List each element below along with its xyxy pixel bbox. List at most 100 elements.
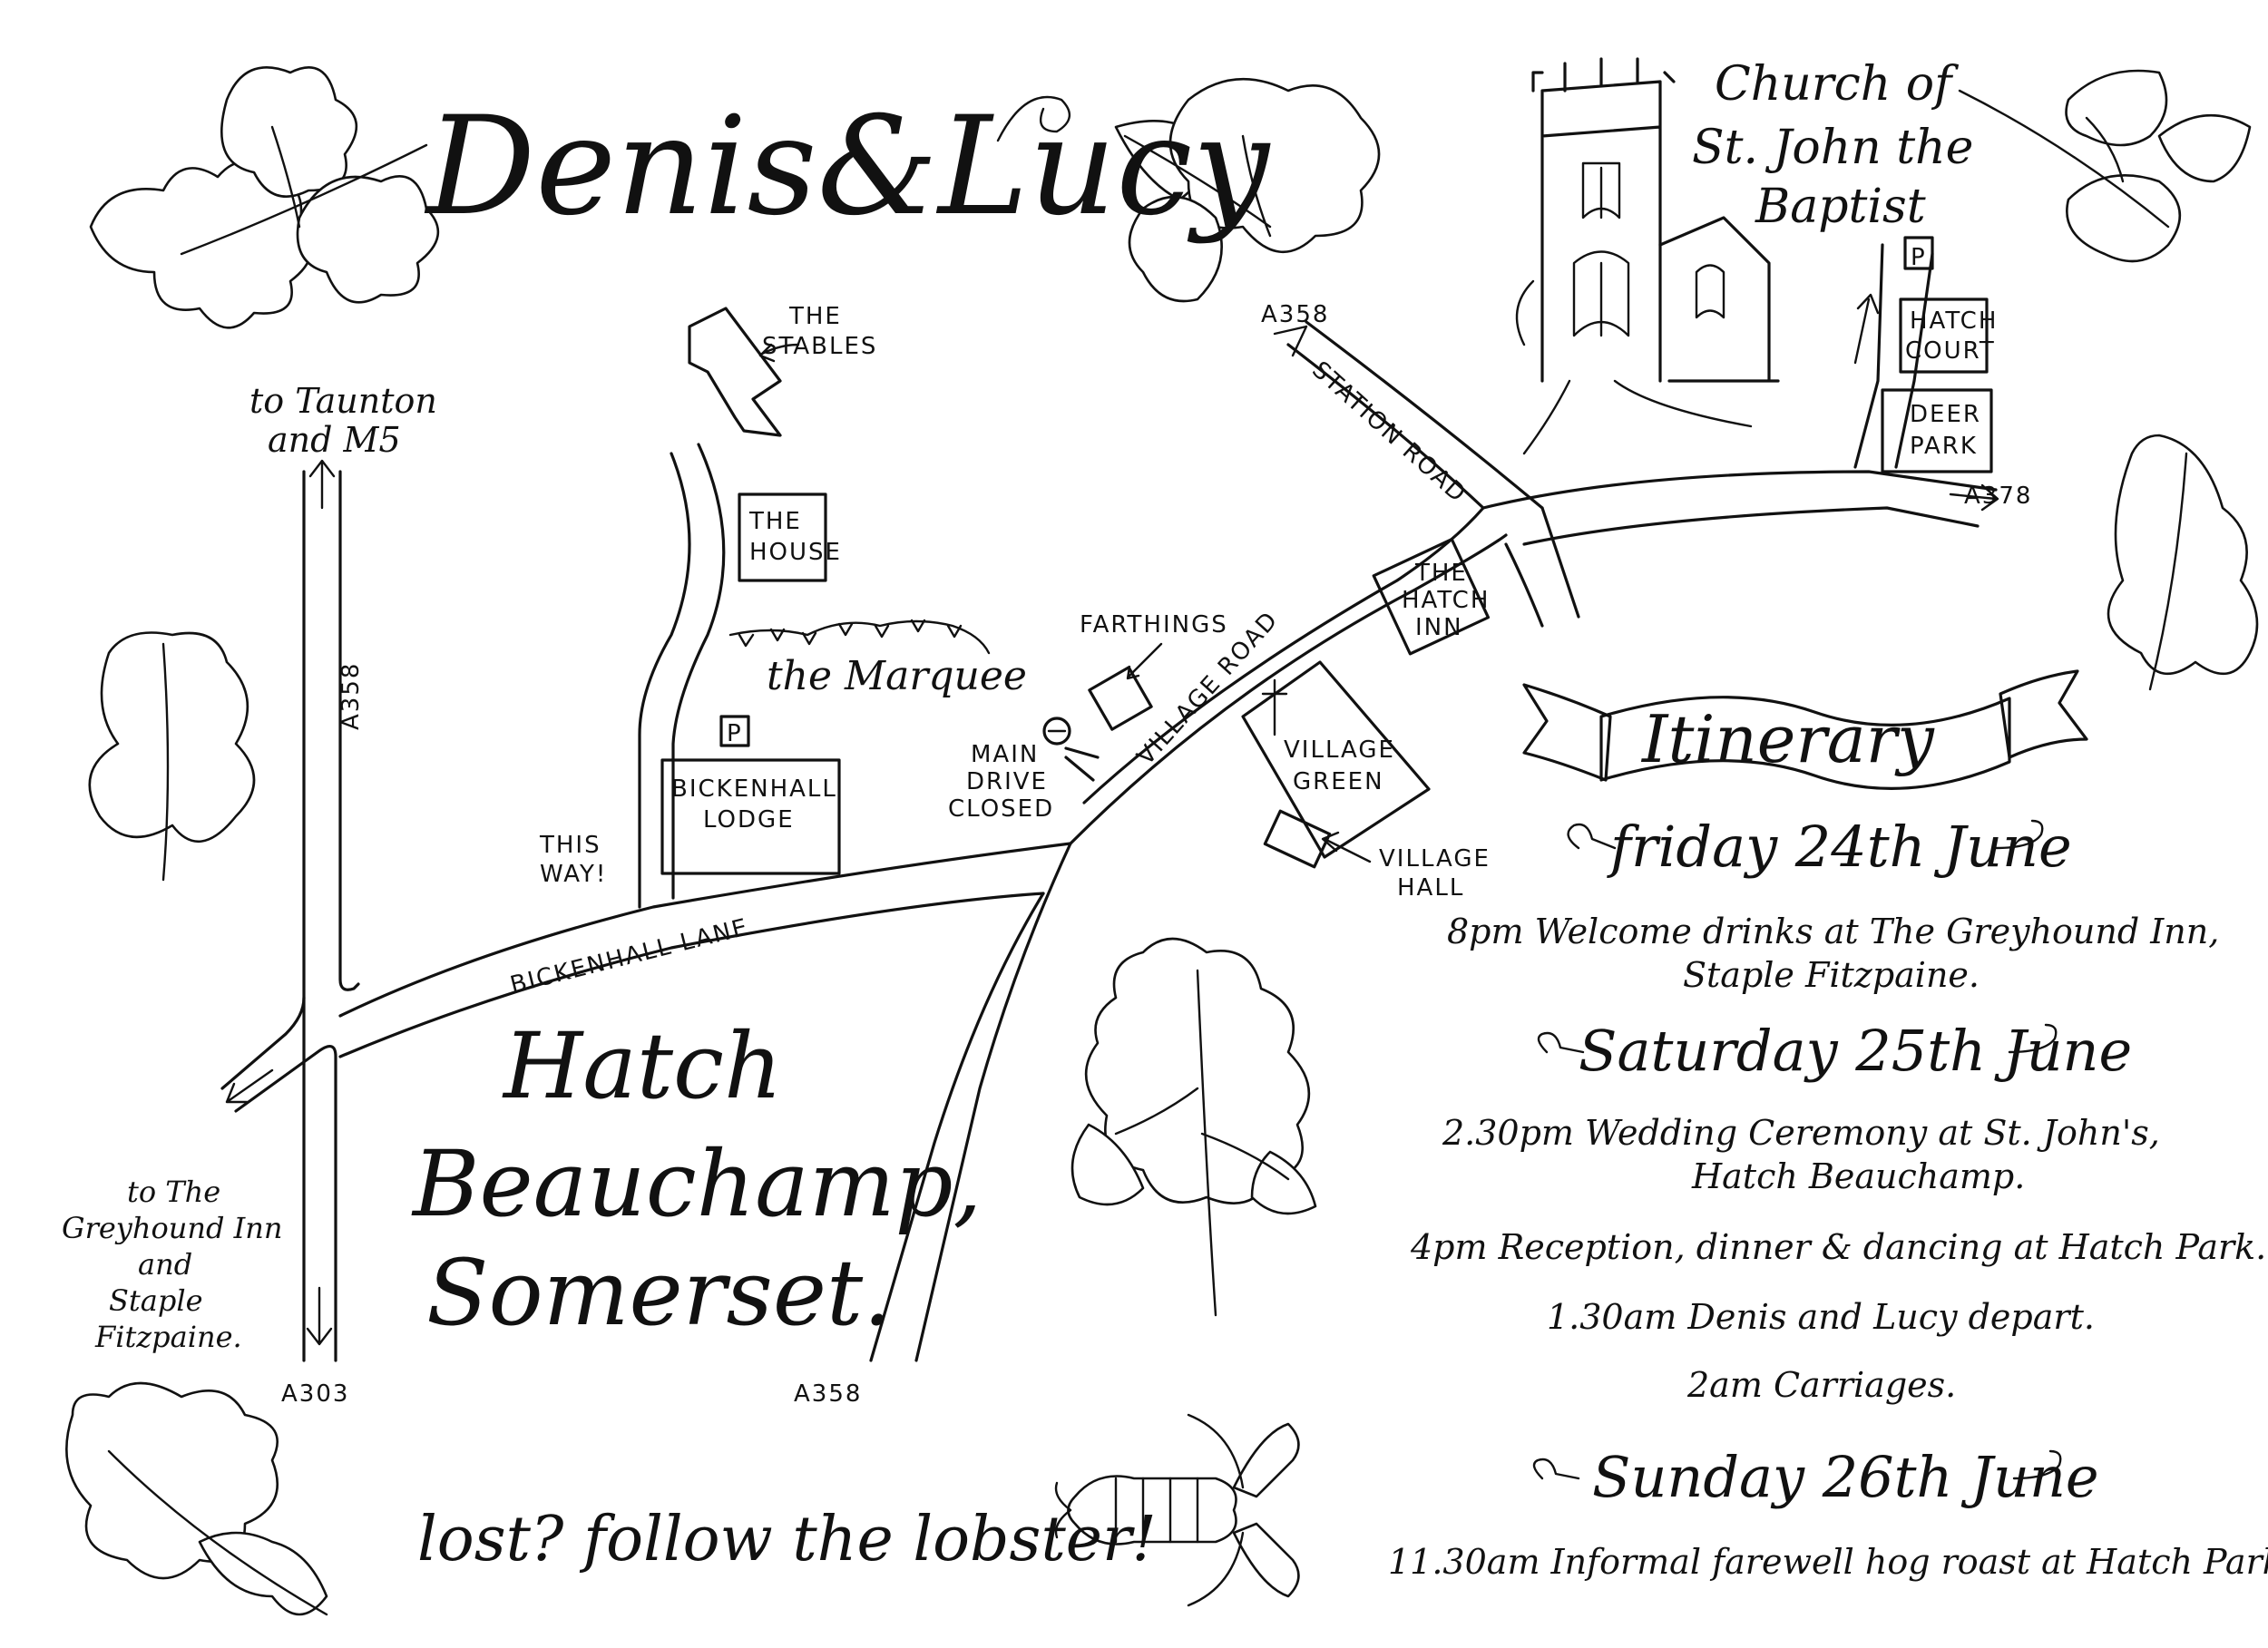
label-hatch-inn-line-1: THE [1414, 560, 1468, 587]
hatch-inn-building [1372, 538, 1491, 656]
label-parking-hatch-court: P [1911, 244, 1927, 271]
itinerary-item: 8pm Welcome drinks at The Greyhound Inn, [1447, 912, 2219, 951]
location-line-3: Somerset. [426, 1240, 892, 1346]
itinerary-item: Staple Fitzpaine. [1683, 955, 1980, 995]
marquee-bunting [728, 619, 991, 655]
deer-park-area [1881, 388, 1993, 473]
footer-tagline: lost? follow the lobster! [417, 1504, 1157, 1575]
label-lodge-line-1: BICKENHALL [671, 775, 837, 803]
label-main-drive-line-2: DRIVE [966, 768, 1048, 795]
roads [220, 243, 1999, 1362]
location-line-2: Beauchamp, [411, 1131, 982, 1237]
church-label-line-2: St. John the [1692, 121, 1973, 175]
church-label: Church of St. John the Baptist [1692, 57, 1973, 234]
foliage-illustrations [65, 66, 2259, 1616]
label-marquee: the Marquee [767, 653, 1027, 699]
leaf-cluster-bottom-left [65, 1381, 328, 1616]
leaf-cluster-left [88, 631, 256, 882]
itinerary-item: Hatch Beauchamp. [1691, 1156, 2025, 1196]
place-labels: THE STABLES THE HOUSE the Marquee P BICK… [539, 244, 1998, 902]
label-village-green-line-2: GREEN [1293, 768, 1384, 795]
road-village-road [1069, 533, 1508, 845]
itinerary: Itinerary friday 24th June 8pm Welcome d… [1388, 701, 2268, 1582]
arrow-up-taunton [308, 459, 336, 510]
location-name: Hatch Beauchamp, Somerset. [411, 1013, 982, 1346]
label-main-drive-line-1: MAIN [971, 741, 1039, 768]
buildings [660, 236, 1993, 875]
leaf-cluster-top-left [89, 66, 440, 329]
label-hatch-inn-line-2: HATCH [1402, 587, 1490, 614]
itinerary-item: 2.30pm Wedding Ceremony at St. John's, [1442, 1113, 2160, 1153]
stables-building [688, 307, 782, 437]
itinerary-item: 11.30am Informal farewell hog roast at H… [1388, 1542, 2268, 1582]
road-a378 [1481, 470, 1998, 628]
arrow-down-a303 [306, 1286, 333, 1346]
label-village-hall-line-2: HALL [1397, 874, 1464, 902]
itinerary-banner [1522, 669, 2088, 790]
label-house-line-2: HOUSE [749, 539, 842, 566]
label-village-hall-line-1: VILLAGE [1379, 845, 1491, 873]
village-hall-building [1263, 809, 1332, 869]
location-line-1: Hatch [502, 1013, 782, 1119]
label-deer-park-line-1: DEER [1910, 401, 1981, 428]
church-label-line-1: Church of [1715, 57, 1959, 112]
label-stables-line-1: THE [788, 303, 842, 330]
church-label-line-3: Baptist [1755, 180, 1926, 234]
arrow-left-greyhound [225, 1068, 274, 1104]
road-label-a358-bottom: A358 [794, 1380, 862, 1408]
direction-greyhound-line-4: Staple [109, 1283, 203, 1318]
direction-greyhound-line-1: to The [127, 1175, 220, 1209]
direction-greyhound-line-5: Fitzpaine. [94, 1320, 242, 1354]
label-hatch-court-line-2: COURT [1905, 337, 1996, 365]
label-main-drive-line-3: CLOSED [948, 795, 1054, 823]
label-parking-lodge: P [727, 720, 743, 747]
label-this-way-line-2: WAY! [540, 861, 607, 888]
parsley-bunch-center [1070, 937, 1317, 1317]
village-green-area [1241, 660, 1431, 859]
road-bickenhall-lane [338, 842, 1072, 1018]
label-hatch-court-line-1: HATCH [1910, 307, 1998, 335]
itinerary-item: 4pm Reception, dinner & dancing at Hatch… [1410, 1227, 2266, 1267]
lobster-illustration [1054, 1413, 1300, 1607]
label-farthings: FARTHINGS [1080, 611, 1228, 639]
parking-sign-hatch-court [1903, 236, 1934, 270]
label-hatch-inn-line-3: INN [1415, 614, 1463, 641]
road-label-bickenhall-lane: BICKENHALL LANE [507, 913, 751, 999]
road-station-road [1286, 320, 1544, 510]
hatch-court-building [1899, 297, 1989, 374]
label-village-green-line-1: VILLAGE [1284, 736, 1395, 764]
bickenhall-lodge-building [660, 758, 841, 875]
leaf-cluster-top-center [1114, 77, 1381, 303]
leaf-cluster-top-right [1958, 69, 2252, 263]
church-illustration [1515, 57, 1780, 455]
direction-greyhound-line-2: Greyhound Inn [62, 1211, 282, 1245]
label-this-way-line-1: THIS [539, 832, 601, 859]
parking-sign-lodge [719, 715, 750, 747]
farthings-building [1088, 666, 1153, 731]
road-label-station-road: STATION ROAD [1306, 356, 1471, 509]
itinerary-day-saturday: Saturday 25th June [1579, 1018, 2132, 1084]
label-house-line-1: THE [748, 508, 802, 535]
direction-greyhound-line-3: and [138, 1247, 192, 1282]
road-label-a378: A378 [1964, 483, 2032, 510]
road-label-a358-top: A358 [1261, 301, 1329, 328]
road-label-a358-left: A358 [337, 662, 365, 730]
itinerary-item: 1.30am Denis and Lucy depart. [1547, 1297, 2095, 1337]
flourishes [996, 95, 2062, 1480]
itinerary-day-sunday: Sunday 26th June [1592, 1444, 2099, 1510]
itinerary-day-friday: friday 24th June [1607, 814, 2072, 880]
direction-labels: to Taunton and M5 to The Greyhound Inn a… [62, 381, 437, 1354]
road-label-a303: A303 [281, 1380, 349, 1408]
label-lodge-line-2: LODGE [703, 806, 795, 834]
itinerary-item: 2am Carriages. [1686, 1365, 1956, 1405]
label-stables-line-2: STABLES [762, 333, 877, 360]
itinerary-heading: Itinerary [1640, 701, 1935, 777]
direction-taunton-line-1: to Taunton [249, 381, 437, 421]
label-deer-park-line-2: PARK [1910, 433, 1978, 460]
direction-taunton-line-2: and M5 [268, 420, 401, 460]
leaf-cluster-right [2107, 434, 2259, 691]
no-entry-sign [1042, 717, 1071, 746]
page-title: Denis&Lucy [424, 88, 1271, 246]
the-house-building [738, 492, 827, 582]
